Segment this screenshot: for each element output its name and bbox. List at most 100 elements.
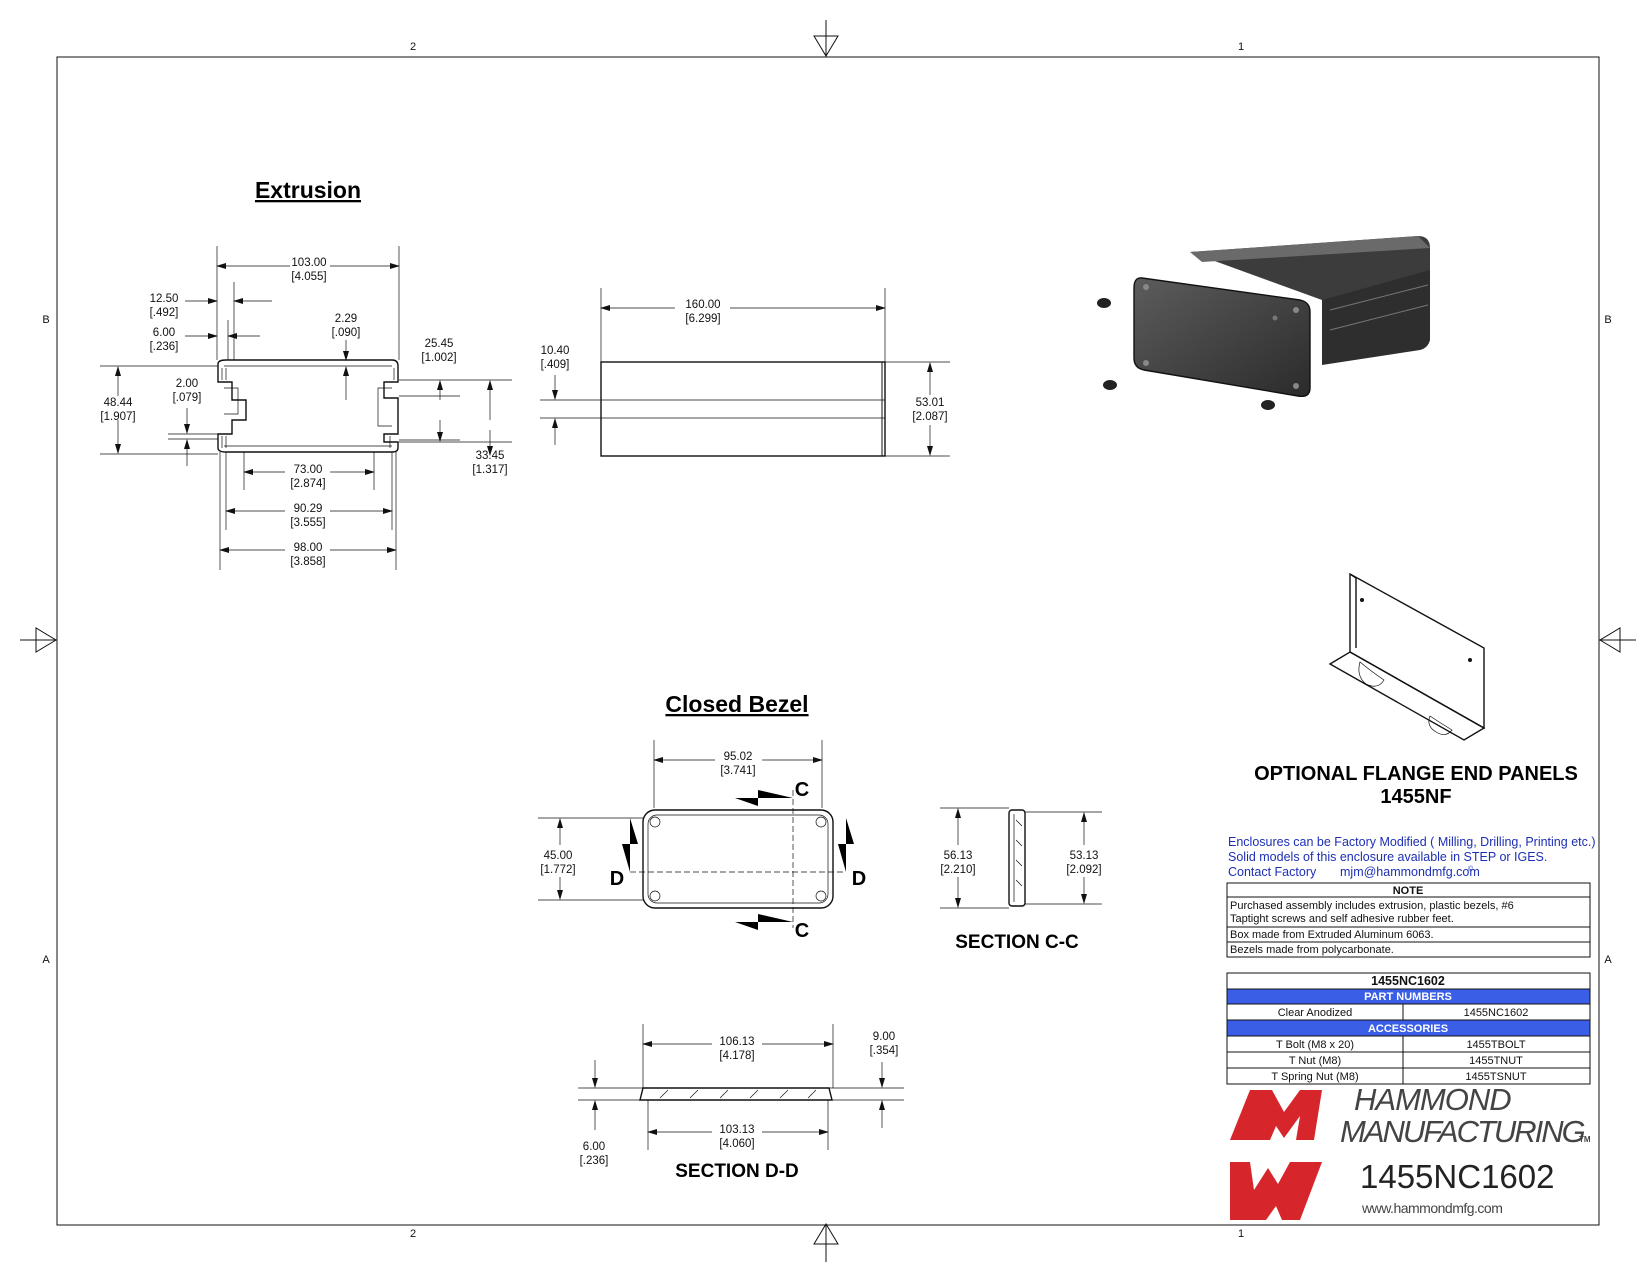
dim-value: 12.50 xyxy=(150,293,179,305)
parts-table-title: 1455NC1602 xyxy=(1371,974,1445,988)
brand-trademark: TM xyxy=(1579,1135,1591,1144)
section-dd-view xyxy=(578,1024,904,1150)
dim-inch: [.236] xyxy=(580,1155,609,1167)
dim-value: 106.13 xyxy=(719,1036,754,1048)
extrusion-dimension-lines xyxy=(100,246,512,570)
zone-label: 1 xyxy=(1238,1228,1244,1240)
dim-inch: [.354] xyxy=(870,1045,899,1057)
dim-value: 2.29 xyxy=(335,313,357,325)
dim-value: 2.00 xyxy=(176,378,198,390)
dim-value: 56.13 xyxy=(944,850,973,862)
dim-inch: [3.555] xyxy=(290,517,325,529)
extrusion-profile xyxy=(217,359,399,453)
note-row: Bezels made from polycarbonate. xyxy=(1230,944,1394,956)
accessories-header: ACCESSORIES xyxy=(1368,1023,1448,1035)
flange-title: OPTIONAL FLANGE END PANELS xyxy=(1254,763,1578,785)
info-email[interactable]: mjm@hammondmfg.com xyxy=(1340,865,1480,879)
dim-value: 95.02 xyxy=(724,751,753,763)
dim-inch: [6.299] xyxy=(685,313,720,325)
dim-inch: [3.858] xyxy=(290,556,325,568)
dim-value: 103.00 xyxy=(291,257,326,269)
note-row: Purchased assembly includes extrusion, p… xyxy=(1230,900,1514,912)
dim-inch: [4.055] xyxy=(291,271,326,283)
part-row-label: Clear Anodized xyxy=(1278,1007,1353,1019)
dim-inch: [2.092] xyxy=(1066,864,1101,876)
dim-inch: [1.002] xyxy=(421,352,456,364)
extrusion-title: Extrusion xyxy=(255,177,361,203)
brand-name: HAMMOND xyxy=(1354,1082,1511,1117)
section-marker-d-left: D xyxy=(610,868,624,890)
dim-value: 53.01 xyxy=(916,397,945,409)
part-numbers-header: PART NUMBERS xyxy=(1364,991,1452,1003)
dim-inch: [3.741] xyxy=(720,765,755,777)
dim-value: 25.45 xyxy=(425,338,454,350)
dim-value: 48.44 xyxy=(104,397,133,409)
side-view xyxy=(540,288,950,457)
accessory-row-label: T Nut (M8) xyxy=(1289,1055,1341,1067)
zone-label: A xyxy=(1604,954,1612,966)
drawing-border xyxy=(20,20,1636,1262)
zone-label: A xyxy=(42,954,50,966)
dim-value: 33.45 xyxy=(476,450,505,462)
dim-inch: [1.772] xyxy=(540,864,575,876)
dim-value: 53.13 xyxy=(1070,850,1099,862)
dim-inch: [.409] xyxy=(541,359,570,371)
dim-value: 6.00 xyxy=(583,1141,605,1153)
accessory-row-value: 1455TBOLT xyxy=(1466,1039,1525,1051)
dim-value: 45.00 xyxy=(544,850,573,862)
flange-part-number: 1455NF xyxy=(1380,786,1451,808)
dim-inch: [1.317] xyxy=(472,464,507,476)
dim-inch: [.492] xyxy=(150,307,179,319)
accessory-row-value: 1455TNUT xyxy=(1469,1055,1523,1067)
closed-bezel-title: Closed Bezel xyxy=(665,691,808,717)
dim-value: 73.00 xyxy=(294,464,323,476)
dim-value: 103.13 xyxy=(719,1124,754,1136)
brand-website[interactable]: www.hammondmfg.com xyxy=(1361,1200,1503,1216)
accessory-row-label: T Bolt (M8 x 20) xyxy=(1276,1039,1354,1051)
dim-inch: [4.060] xyxy=(719,1138,754,1150)
dim-value: 6.00 xyxy=(153,327,175,339)
section-marker-c-top: C xyxy=(795,779,809,801)
closed-bezel-front-view xyxy=(538,740,854,930)
dim-inch: [2.874] xyxy=(290,478,325,490)
section-cc-title: SECTION C-C xyxy=(955,932,1079,953)
info-email-mark: © xyxy=(1468,865,1474,873)
zone-label: B xyxy=(42,314,49,326)
dim-inch: [2.210] xyxy=(940,864,975,876)
zone-label: 2 xyxy=(410,41,416,53)
zone-label: B xyxy=(1604,314,1611,326)
brand-part-number: 1455NC1602 xyxy=(1360,1158,1555,1195)
note-table xyxy=(1226,882,1591,958)
dim-value: 160.00 xyxy=(685,299,720,311)
note-header: NOTE xyxy=(1393,885,1424,897)
dim-inch: [.079] xyxy=(173,392,202,404)
brand-manufacturing: MANUFACTURING xyxy=(1340,1114,1585,1149)
zone-label: 2 xyxy=(410,1228,416,1240)
flange-end-panel-illustration xyxy=(1328,572,1486,741)
info-modification-note: Enclosures can be Factory Modified ( Mil… xyxy=(1228,835,1596,849)
dim-value: 90.29 xyxy=(294,503,323,515)
dim-inch: [1.907] xyxy=(100,411,135,423)
info-solid-models-note: Solid models of this enclosure available… xyxy=(1228,850,1547,864)
section-cc-view xyxy=(940,807,1102,909)
zone-label: 1 xyxy=(1238,41,1244,53)
dim-value: 9.00 xyxy=(873,1031,895,1043)
info-contact-label: Contact Factory xyxy=(1228,865,1317,879)
accessory-row-value: 1455TSNUT xyxy=(1465,1071,1526,1083)
extrusion-dimension-text: 103.00 [4.055] 12.50 [.492] 6.00 [.236] … xyxy=(100,257,507,568)
section-marker-c-bottom: C xyxy=(795,920,809,942)
note-row: Box made from Extruded Aluminum 6063. xyxy=(1230,929,1434,941)
parts-table xyxy=(1226,972,1591,1085)
dim-inch: [4.178] xyxy=(719,1050,754,1062)
section-dd-title: SECTION D-D xyxy=(675,1161,799,1182)
accessory-row-label: T Spring Nut (M8) xyxy=(1271,1071,1358,1083)
enclosure-3d-illustration xyxy=(1097,236,1430,410)
dim-inch: [2.087] xyxy=(912,411,947,423)
dim-value: 98.00 xyxy=(294,542,323,554)
dim-value: 10.40 xyxy=(541,345,570,357)
hammond-logo-icon xyxy=(1230,1090,1322,1220)
part-row-value: 1455NC1602 xyxy=(1464,1007,1529,1019)
dim-inch: [.236] xyxy=(150,341,179,353)
note-row: Taptight screws and self adhesive rubber… xyxy=(1230,913,1454,925)
